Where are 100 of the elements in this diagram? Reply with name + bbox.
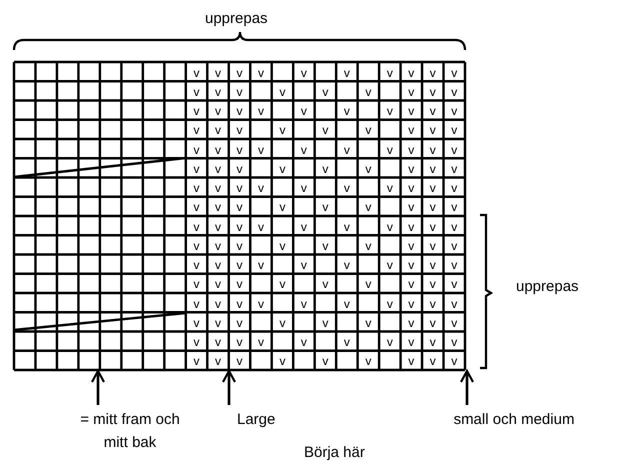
slip-stitch-symbol: v [364,124,372,136]
slip-stitch-symbol: v [278,355,286,368]
slip-stitch-symbol: v [214,105,222,118]
slip-stitch-symbol: v [300,182,308,194]
slip-stitch-symbol: v [278,278,286,290]
slip-stitch-symbol: v [300,336,308,348]
slip-stitch-symbol: v [342,182,351,194]
slip-stitch-symbol: v [364,201,372,214]
slip-stitch-symbol: v [192,259,201,272]
slip-stitch-symbol: v [192,182,201,194]
slip-stitch-symbol: v [192,278,201,290]
slip-stitch-symbol: v [407,124,416,136]
slip-stitch-symbol: v [321,86,330,98]
slip-stitch-symbol: v [342,105,351,118]
slip-stitch-symbol: v [407,220,416,233]
slip-stitch-symbol: v [236,124,244,136]
slip-stitch-symbol: v [450,144,458,156]
slip-stitch-symbol: v [342,298,351,310]
slip-stitch-symbol: v [214,278,222,290]
slip-stitch-symbol: v [214,355,222,368]
slip-stitch-symbol: v [214,124,222,136]
slip-stitch-symbol: v [364,86,372,98]
slip-stitch-symbol: v [321,162,330,175]
slip-stitch-symbol: v [321,278,330,290]
slip-stitch-symbol: v [256,336,265,348]
slip-stitch-symbol: v [450,336,458,348]
marker-label: small och medium [452,405,576,432]
slip-stitch-symbol: v [364,355,372,368]
slip-stitch-symbol: v [450,182,458,194]
slip-stitch-symbol: v [450,201,458,214]
slip-stitch-symbol: v [450,298,458,310]
slip-stitch-symbol: v [364,240,372,252]
slip-stitch-symbol: v [236,162,244,175]
slip-stitch-symbol: v [342,66,351,79]
slip-stitch-symbol: v [386,298,394,310]
slip-stitch-symbol: v [236,336,244,348]
slip-stitch-symbol: v [407,162,416,175]
slip-stitch-symbol: v [256,66,265,79]
slip-stitch-symbol: v [407,182,416,194]
repeat-label: upprepas [516,277,579,297]
slip-stitch-symbol: v [407,355,416,368]
arrow [460,370,474,405]
slip-stitch-symbol: v [364,162,372,175]
slip-stitch-symbol: v [192,66,201,79]
slip-stitch-symbol: v [342,220,351,233]
slip-stitch-symbol: v [192,298,201,310]
slip-stitch-symbol: v [407,298,416,310]
slip-stitch-symbol: v [192,201,201,214]
slip-stitch-symbol: v [428,105,437,118]
slip-stitch-symbol: v [428,259,437,272]
slip-stitch-symbol: v [214,220,222,233]
slip-stitch-symbol: v [450,124,458,136]
slip-stitch-symbol: v [407,105,416,118]
slip-stitch-symbol: v [236,240,244,252]
slip-stitch-symbol: v [300,105,308,118]
slip-stitch-symbol: v [386,105,394,118]
slip-stitch-symbol: v [236,182,244,194]
slip-stitch-symbol: v [214,86,222,98]
slip-stitch-symbol: v [386,144,394,156]
slip-stitch-symbol: v [192,124,201,136]
slip-stitch-symbol: v [192,240,201,252]
slip-stitch-symbol: v [192,162,201,175]
slip-stitch-symbol: v [364,316,372,329]
slip-stitch-symbol: v [428,144,437,156]
slip-stitch-symbol: v [278,124,286,136]
slip-stitch-symbol: v [428,336,437,348]
slip-stitch-symbol: v [256,259,265,272]
slip-stitch-symbol: v [214,298,222,310]
slip-stitch-symbol: v [342,259,351,272]
slip-stitch-symbol: v [386,259,394,272]
slip-stitch-symbol: v [236,259,244,272]
slip-stitch-symbol: v [256,182,265,194]
slip-stitch-symbol: v [214,336,222,348]
slip-stitch-symbol: v [386,66,394,79]
slip-stitch-symbol: v [214,316,222,329]
slip-stitch-symbol: v [321,124,330,136]
slip-stitch-symbol: v [428,86,437,98]
slip-stitch-symbol: v [256,105,265,118]
marker-label: Large [222,405,317,432]
slip-stitch-symbol: v [450,355,458,368]
slip-stitch-symbol: v [278,240,286,252]
slip-stitch-symbol: v [407,316,416,329]
slip-stitch-symbol: v [407,278,416,290]
slip-stitch-symbol: v [428,355,437,368]
slip-stitch-symbol: v [407,336,416,348]
slip-stitch-symbol: v [386,336,394,348]
slip-stitch-symbol: v [428,220,437,233]
slip-stitch-symbol: v [300,259,308,272]
slip-stitch-symbol: v [256,298,265,310]
slip-stitch-symbol: v [450,240,458,252]
slip-stitch-symbol: v [407,144,416,156]
slip-stitch-symbol: v [278,86,286,98]
slip-stitch-symbol: v [386,220,394,233]
slip-stitch-symbol: v [236,66,244,79]
slip-stitch-symbol: v [236,355,244,368]
slip-stitch-symbol: v [214,182,222,194]
slip-stitch-symbol: v [278,162,286,175]
slip-stitch-symbol: v [428,124,437,136]
marker-label: = mitt fram och mitt bak [68,405,192,454]
slip-stitch-symbol: v [278,316,286,329]
